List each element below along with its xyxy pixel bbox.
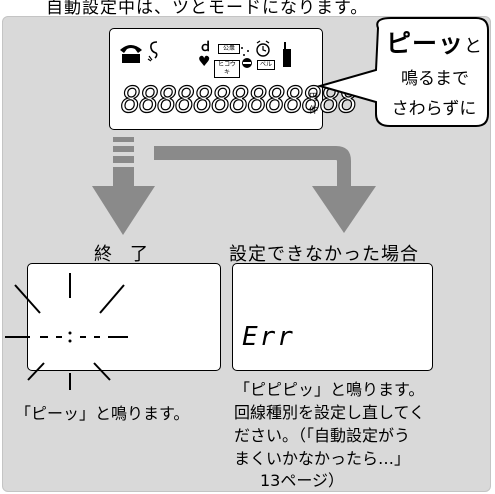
- bubble-line-2: 鳴るまで: [401, 69, 469, 89]
- heart-icon: ♥: [198, 54, 211, 70]
- sparkle-icon: [241, 47, 249, 56]
- left-arrowhead: [92, 186, 155, 235]
- d-icon: ｄ: [199, 40, 213, 55]
- failure-label: 設定できなかった場合: [229, 244, 419, 265]
- phone-display: [109, 28, 323, 130]
- bubble-to-text: と: [464, 36, 482, 57]
- bubble-line-3: さわらずに: [391, 99, 477, 119]
- flash-rays: [5, 273, 128, 390]
- mobile-phone-icon: [283, 42, 291, 67]
- top-caption: 自動設定中は、ツとモードになります。: [46, 0, 369, 18]
- left-arrow-stem-1: [113, 137, 134, 142]
- right-arrow-bar: [154, 146, 336, 160]
- left-arrow-stem-4: [113, 167, 134, 186]
- end-caption: 「ピーッ」と鳴ります。: [15, 404, 190, 423]
- error-caption-line-5: 13ページ）: [260, 471, 345, 490]
- face-icon: [242, 58, 252, 68]
- bell-mode-icon: ベル: [257, 60, 275, 70]
- handset-icon: [120, 45, 142, 63]
- right-arrowhead: [312, 186, 376, 233]
- digit-display: 8888888888888: [120, 80, 358, 121]
- end-label: 終 了: [94, 244, 148, 265]
- alarm-clock-icon: [256, 40, 270, 57]
- right-arrow-bend: [336, 146, 351, 186]
- error-caption-line-4: まくいかなかったら…」: [234, 449, 411, 468]
- speech-bubble: [316, 17, 489, 127]
- end-display: [27, 263, 221, 371]
- unit-yen: 円: [309, 93, 319, 103]
- error-caption-line-1: 「ピピピッ」と鳴ります。: [234, 380, 425, 399]
- hook-icon: [147, 41, 158, 62]
- public-phone-icon: 公衆: [218, 44, 240, 54]
- bubble-line-1: ピーッと: [376, 24, 492, 60]
- error-display: [232, 263, 433, 371]
- left-arrow-stem-2: [113, 146, 134, 152]
- left-arrow-stem-3: [113, 156, 134, 163]
- error-text: Err: [242, 322, 295, 352]
- bubble-beep-text: ピーッ: [385, 29, 464, 58]
- error-caption-line-3: ださい。（「自動設定がう: [234, 426, 411, 445]
- error-caption-line-2: 回線種別を設定し直してく: [234, 403, 426, 422]
- unit-count: 件: [309, 106, 319, 116]
- airplane-mode-icon: ヒコウキ: [214, 60, 240, 78]
